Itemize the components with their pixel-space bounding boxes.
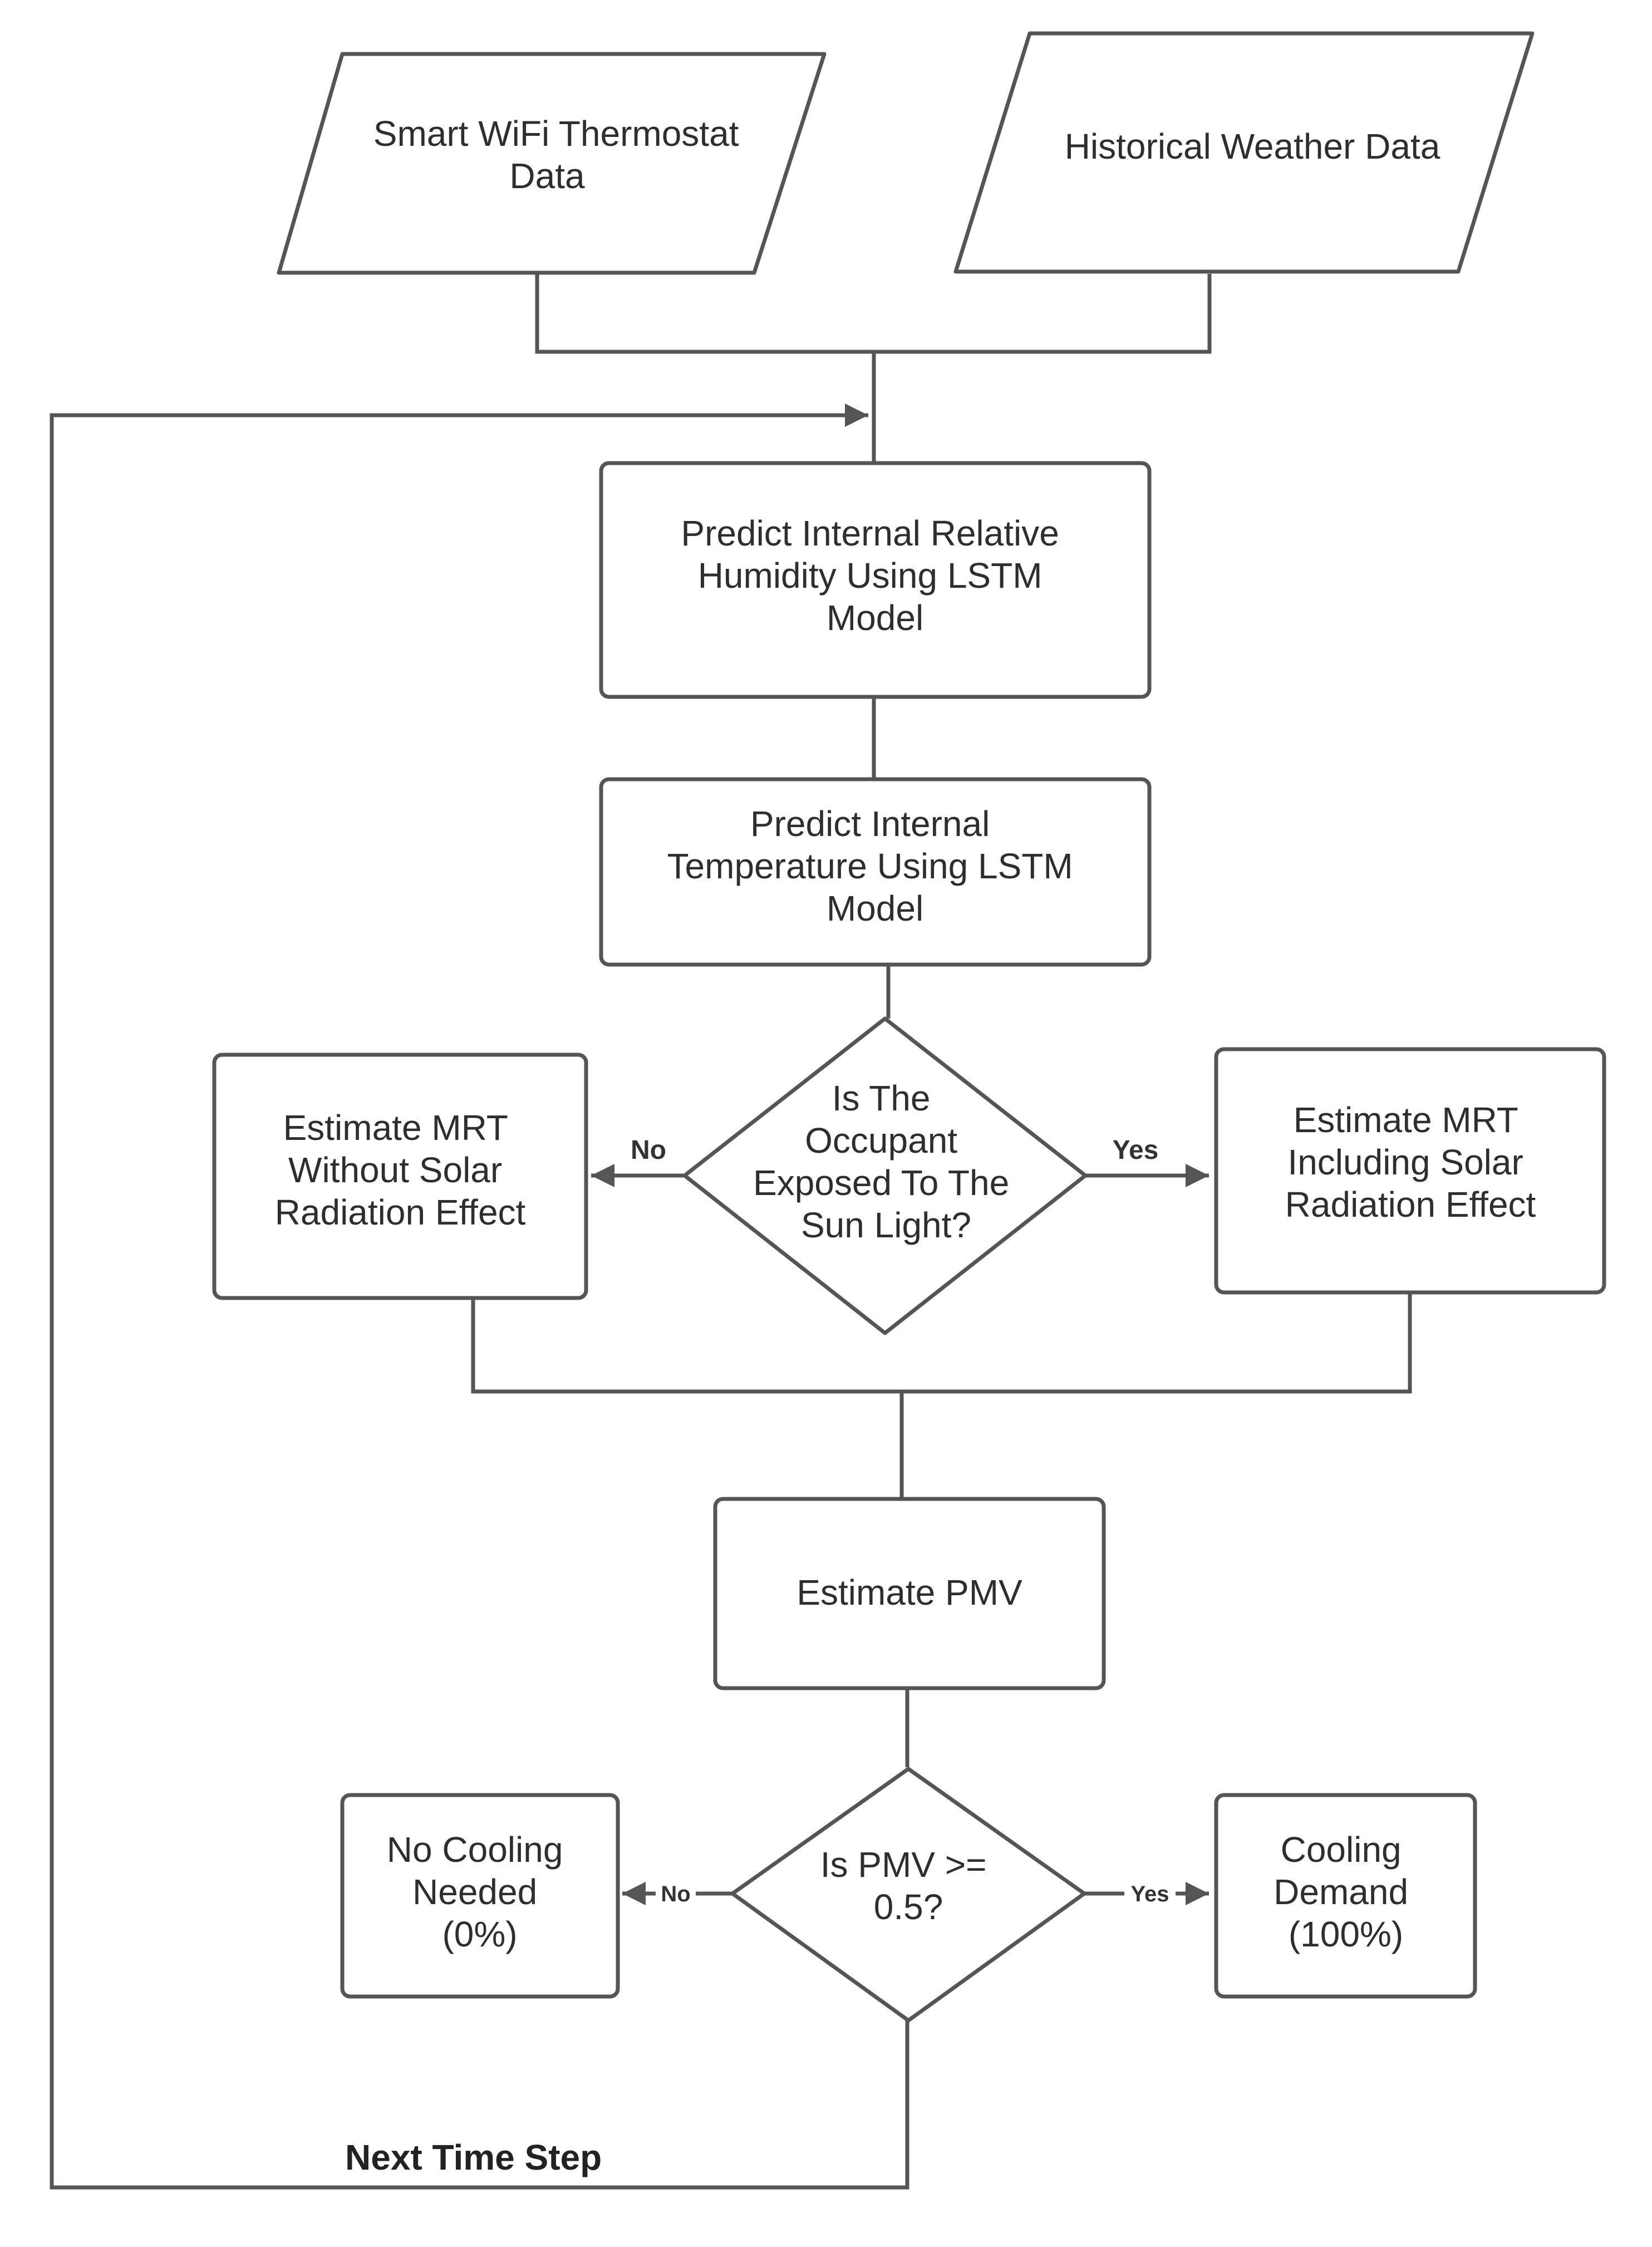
- node-estimate-pmv: Estimate PMV: [713, 1497, 1106, 1690]
- node-weather-data: Historical Weather Data: [953, 31, 1535, 274]
- node-predict-temperature: Predict Internal Temperature Using LSTM …: [599, 777, 1152, 967]
- edge-thermostat-to-merge: [535, 274, 874, 354]
- node-cooling-demand: Cooling Demand (100%): [1214, 1793, 1477, 1999]
- label-pmv-yes: Yes: [1131, 1882, 1169, 1906]
- svg-text:Estimate MRT Without Sol: Estimate MRT Without Solar Radiation Eff…: [275, 1108, 526, 1232]
- label-sun-no: No: [631, 1135, 666, 1165]
- label-pmv-no: No: [661, 1882, 690, 1906]
- svg-text:Predict Internal Relative: Predict Internal Relative Humidity Using…: [681, 513, 1069, 638]
- label-sun-yes: Yes: [1113, 1135, 1159, 1165]
- edge-next-time-step-loop: [50, 404, 909, 2190]
- node-thermostat-data: Smart WiFi Thermostat Data: [277, 52, 827, 275]
- node-no-cooling: No Cooling Needed (0%): [340, 1793, 620, 1999]
- node-mrt-without-solar: Estimate MRT Without Solar Radiation Eff…: [212, 1053, 588, 1300]
- svg-text:No Cooling Needed: No Cooling Needed (0%): [387, 1830, 573, 1954]
- edge-mrt-without-to-merge: [471, 1298, 902, 1394]
- edge-weather-to-merge: [874, 274, 1212, 354]
- svg-text:Predict Internal Tempera: Predict Internal Temperature Using LSTM …: [667, 804, 1083, 928]
- svg-text:Cooling Demand (10: Cooling Demand (100%): [1274, 1830, 1418, 1954]
- decision-sun-exposure: Is The Occupant Exposed To The Sun Light…: [682, 1016, 1088, 1335]
- svg-text:Is PMV >= 0.5?: Is PMV >= 0.5?: [820, 1845, 997, 1927]
- node-mrt-with-solar: Estimate MRT Including Solar Radiation E…: [1214, 1047, 1606, 1295]
- svg-text:Estimate MRT Including S: Estimate MRT Including Solar Radiation E…: [1285, 1100, 1536, 1225]
- decision-pmv-threshold: Is PMV >= 0.5?: [730, 1767, 1086, 2023]
- edge-mrt-with-to-merge: [902, 1292, 1412, 1394]
- label-pmv-yes-bg: [1124, 1881, 1176, 1906]
- svg-text:Estimate PMV: Estimate PMV: [796, 1572, 1022, 1612]
- svg-text:Is The Occupant Ex: Is The Occupant Exposed To The Sun Light…: [753, 1078, 1019, 1245]
- label-pmv-no-bg: [656, 1881, 696, 1906]
- label-next-time-step: Next Time Step: [345, 2137, 602, 2177]
- svg-text:Historical Weather Data: Historical Weather Data: [1065, 126, 1440, 166]
- svg-text:Smart WiFi Thermostat Da: Smart WiFi Thermostat Data: [373, 114, 749, 196]
- node-predict-humidity: Predict Internal Relative Humidity Using…: [599, 461, 1152, 699]
